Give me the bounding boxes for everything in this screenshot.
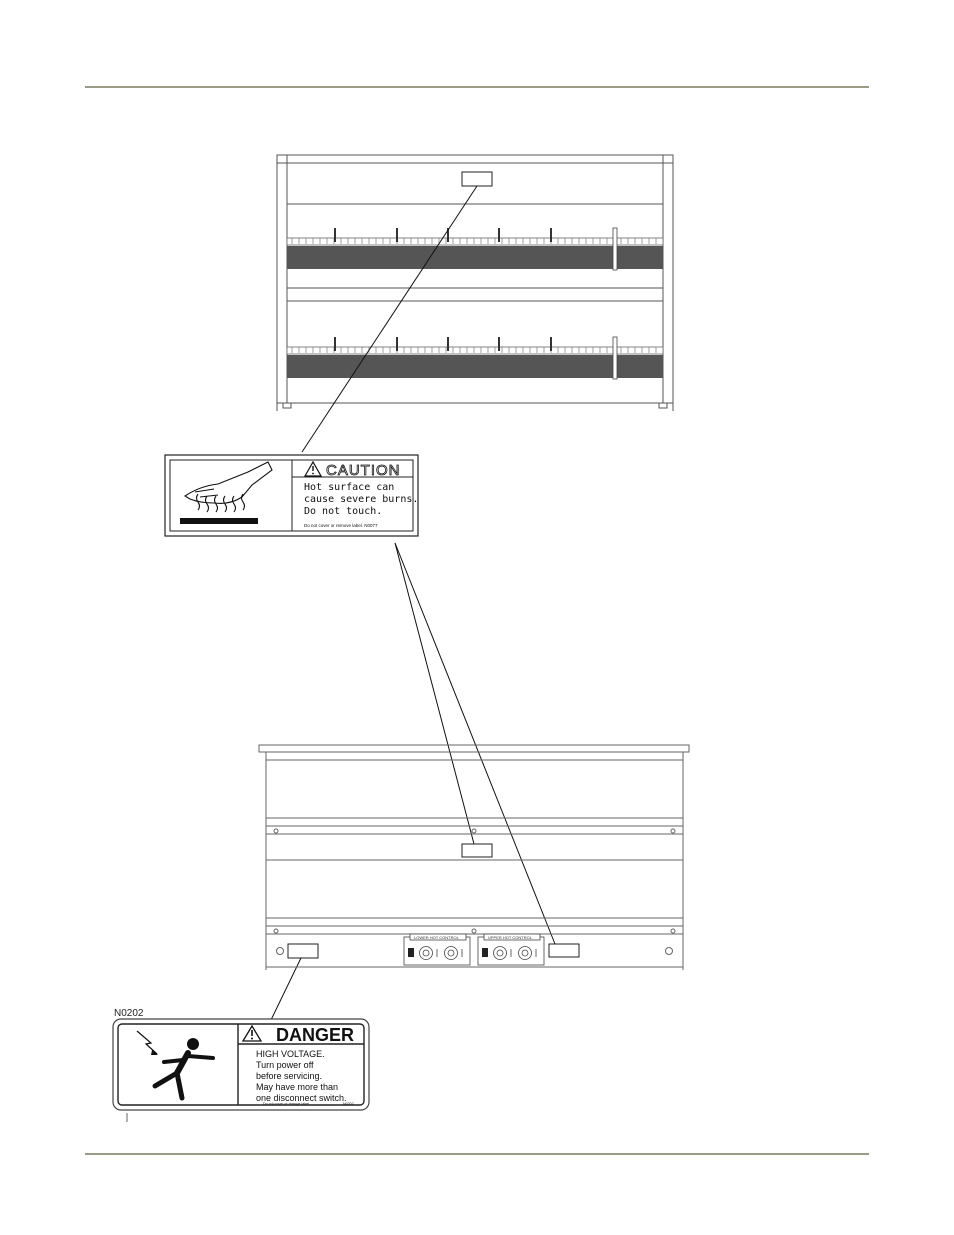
caution-line-3: Do not touch. <box>304 506 382 517</box>
caution-heading: CAUTION <box>326 462 401 479</box>
danger-line-4: May have more than <box>256 1082 338 1092</box>
danger-label: DANGER HIGH VOLTAGE. Turn power off befo… <box>113 1019 369 1110</box>
danger-line-2: Turn power off <box>256 1060 314 1070</box>
danger-line-3: before servicing. <box>256 1071 322 1081</box>
callout-box-front <box>462 172 492 186</box>
caution-line-1: Hot surface can <box>304 482 394 493</box>
danger-heading: DANGER <box>276 1025 354 1045</box>
caution-label: CAUTION Hot surface can cause severe bur… <box>165 455 418 536</box>
heated-shelf-upper <box>287 228 663 270</box>
lower-control-caption: LOWER HOT CONTROL <box>414 935 460 940</box>
danger-fine-print: Do not cover or remove label. <box>263 1102 310 1106</box>
caution-line-2: cause severe burns. <box>304 494 418 505</box>
danger-line-1: HIGH VOLTAGE. <box>256 1049 325 1059</box>
callout-box-rear-center <box>462 844 492 857</box>
lower-hot-control-panel: LOWER HOT CONTROL <box>404 934 470 965</box>
danger-label-code: N0202 <box>114 1008 144 1019</box>
callout-box-rear-left <box>288 944 318 958</box>
caution-fine-print: Do not cover or remove label. N0077 <box>304 523 378 528</box>
upper-control-caption: UPPER HOT CONTROL <box>488 935 533 940</box>
heated-shelf-lower <box>287 337 663 379</box>
leader-lines <box>270 186 555 1022</box>
danger-fine-code: N0202 <box>343 1102 354 1106</box>
callout-box-rear-right <box>549 944 579 957</box>
upper-hot-control-panel: UPPER HOT CONTROL <box>478 934 544 965</box>
